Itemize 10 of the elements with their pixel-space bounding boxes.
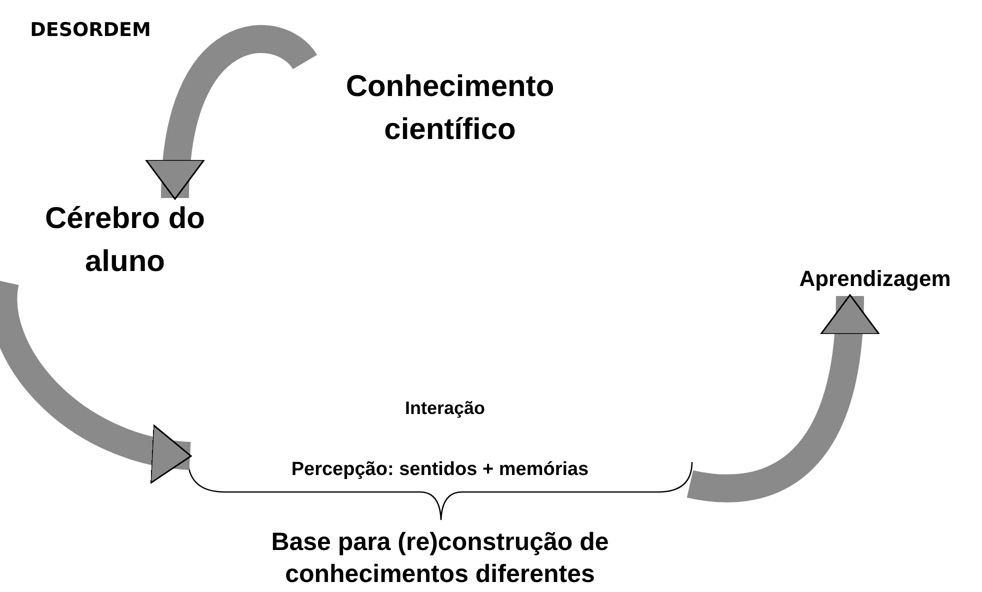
node-label: Aprendizagem — [799, 265, 951, 294]
node-label: Base para (re)construção de conhecimentos diferentes — [270, 526, 610, 590]
curved-arrow — [688, 294, 878, 502]
node-label: Interação — [404, 396, 486, 420]
node-label: Cérebro do aluno — [44, 200, 206, 280]
curved-arrow — [147, 25, 316, 200]
node-label: Conhecimento científico — [344, 68, 556, 148]
node-label: DESORDEM — [30, 18, 151, 44]
node-label: Percepção: sentidos + memórias — [291, 458, 589, 482]
curved-arrow — [0, 280, 192, 482]
